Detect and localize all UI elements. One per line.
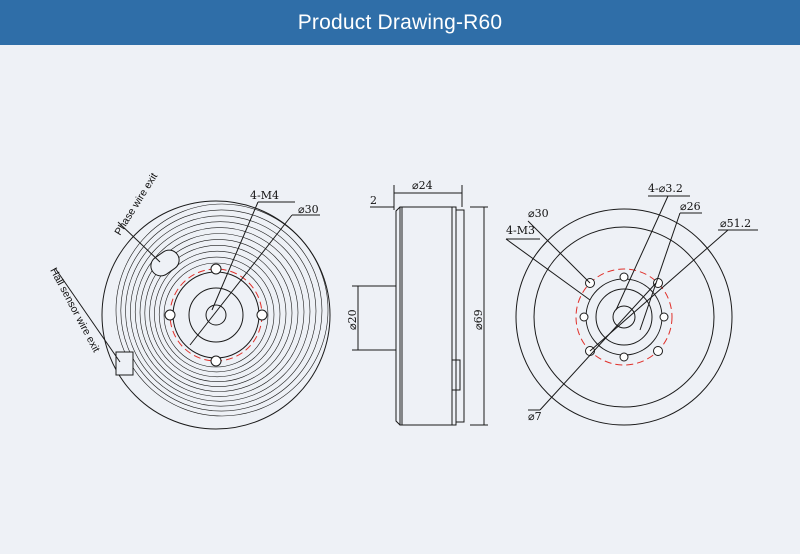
front-ring	[125, 215, 317, 407]
side-width-label: ⌀24	[412, 179, 433, 192]
front-ring	[158, 256, 275, 373]
front-bolt-circle	[169, 268, 263, 362]
rear-inner-hub	[595, 288, 653, 346]
rear-leader-d26	[639, 212, 681, 331]
side-step-label: 2	[370, 194, 377, 207]
rear-bore-label: ⌀7	[528, 410, 542, 423]
rear-outer-circle	[515, 208, 733, 426]
front-leader-m4	[211, 201, 259, 311]
side-wire-exit	[451, 359, 461, 391]
front-mount-hole-bottom	[210, 355, 222, 367]
rear-rim-circle	[533, 226, 715, 408]
side-rear-flange	[456, 209, 465, 423]
front-mount-hole-right	[256, 309, 268, 321]
rear-m3-hole-4	[653, 346, 663, 356]
side-front-chamfer	[395, 206, 401, 426]
rear-outer-label: ⌀51.2	[720, 217, 751, 230]
front-ring	[134, 227, 305, 397]
rear-pcd-label: ⌀30	[528, 207, 549, 220]
front-mount-hole-top	[210, 263, 222, 275]
rear-d32-hole-left	[579, 312, 589, 322]
rear-d32-hole-top	[619, 272, 629, 282]
front-ring	[154, 250, 281, 378]
rear-hole-label: 4-⌀3.2	[648, 182, 683, 195]
rear-d32-hole-bottom	[619, 352, 629, 362]
technical-drawing: 4-M4 ⌀30 Phase wire exit Hall sensor wir…	[0, 45, 800, 549]
rear-shaft-bore	[612, 305, 636, 329]
rear-leader-d512	[589, 229, 729, 352]
front-ring	[144, 239, 293, 387]
rear-bolt-circle	[575, 268, 673, 366]
phase-leader	[117, 221, 161, 263]
front-ring	[115, 203, 329, 417]
phase-wire-label: Phase wire exit	[112, 171, 160, 238]
rear-inner-label: ⌀26	[680, 200, 701, 213]
rear-leader-d30	[527, 220, 591, 284]
front-ring	[120, 209, 323, 412]
front-inner-hub	[188, 287, 244, 343]
rear-hub-circle	[585, 278, 663, 356]
rear-leader-m3	[505, 238, 591, 301]
rear-d32-hole-right	[659, 312, 669, 322]
front-mount-hole-left	[164, 309, 176, 321]
side-outer-label: ⌀69	[472, 309, 485, 330]
front-diameter-label: ⌀30	[298, 203, 319, 216]
side-body	[399, 206, 457, 426]
hall-leader	[54, 267, 121, 363]
rear-view	[505, 195, 758, 426]
front-ring	[139, 233, 299, 392]
hall-wire-label: Hall sensor wire exit	[47, 266, 102, 355]
hall-wire-exit	[115, 351, 134, 376]
rear-thread-label: 4-M3	[506, 224, 535, 237]
page-title: Product Drawing-R60	[297, 10, 503, 34]
phase-wire-slot	[150, 249, 180, 277]
side-view	[352, 185, 488, 426]
front-outer-circle	[101, 200, 331, 430]
front-ring	[149, 245, 287, 382]
drawing-canvas: 4-M4 ⌀30 Phase wire exit Hall sensor wir…	[47, 171, 758, 430]
front-shaft-bore	[205, 304, 227, 326]
front-view	[54, 200, 331, 430]
front-hub-circle	[172, 271, 260, 359]
front-ring	[163, 262, 269, 368]
side-shaft-label: ⌀20	[346, 309, 359, 330]
front-ring	[130, 221, 311, 402]
front-leader-d30	[189, 214, 293, 346]
rear-leader-d32	[615, 195, 669, 311]
rear-leader-d7	[539, 282, 657, 411]
front-thread-label: 4-M4	[250, 189, 279, 202]
title-bar: Product Drawing-R60	[0, 0, 800, 45]
front-concentric-rings	[115, 203, 329, 417]
